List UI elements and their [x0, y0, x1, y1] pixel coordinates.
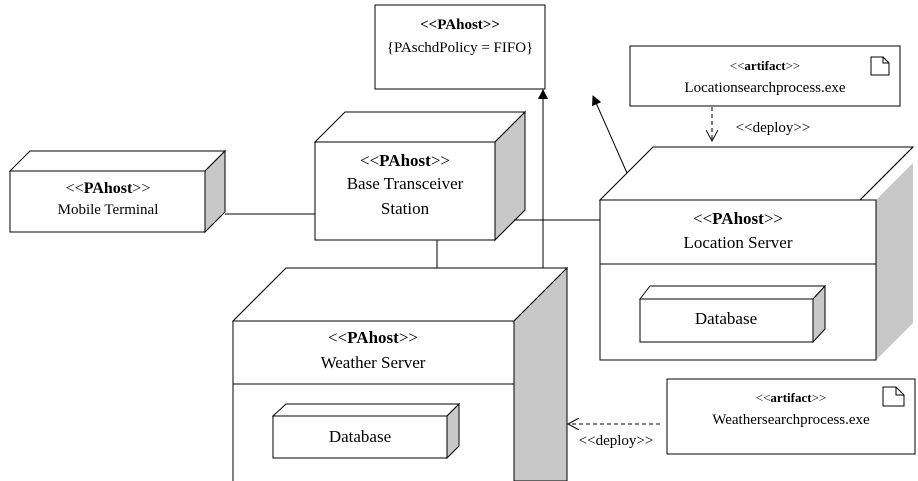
location-server-stereotype: <<PAhost>> [693, 209, 783, 228]
weather-server-stereotype: <<PAhost>> [328, 328, 418, 347]
weather-artifact-name: Weathersearchprocess.exe [712, 412, 870, 428]
location-database: Database [638, 284, 827, 344]
deploy-location: <<deploy>> [712, 107, 810, 141]
weather-server-name: Weather Server [321, 353, 426, 372]
artifact-icon [870, 56, 890, 76]
location-artifact-name: Locationsearchprocess.exe [684, 80, 846, 96]
location-server-name: Location Server [683, 233, 792, 252]
weather-artifact: <<artifact>> Weathersearchprocess.exe [666, 378, 916, 455]
base-station-node: <<PAhost>> Base Transceiver Station [313, 110, 527, 242]
artifact-icon [882, 386, 905, 407]
deploy-location-label: <<deploy>> [736, 120, 811, 136]
connections [225, 89, 628, 268]
mobile-terminal-name: Mobile Terminal [58, 202, 159, 218]
policy-text: {PAschdPolicy = FIFO} [387, 40, 534, 56]
mobile-terminal-node: <<PAhost>> Mobile Terminal [8, 149, 227, 234]
weather-database: Database [271, 402, 461, 460]
mobile-terminal-stereotype: <<PAhost>> [66, 180, 151, 197]
location-artifact: <<artifact>> Locationsearchprocess.exe [629, 45, 901, 107]
base-station-stereotype: <<PAhost>> [360, 151, 450, 170]
weather-server-node: <<PAhost>> Weather Server Database [231, 266, 569, 481]
location-artifact-stereotype: <<artifact>> [730, 58, 800, 73]
weather-database-label: Database [329, 427, 391, 446]
policy-box: <<PAhost>> {PAschdPolicy = FIFO} [374, 4, 546, 90]
weather-artifact-stereotype: <<artifact>> [756, 390, 826, 405]
location-server-node: <<PAhost>> Location Server Database [598, 146, 915, 361]
base-station-name-line2: Station [381, 199, 430, 218]
base-station-name-line1: Base Transceiver [347, 174, 464, 193]
deploy-weather: <<deploy>> [568, 424, 660, 449]
location-database-label: Database [695, 309, 757, 328]
arrow-location-policy [592, 95, 628, 174]
deploy-weather-label: <<deploy>> [579, 433, 654, 449]
policy-stereotype: <<PAhost>> [420, 17, 500, 33]
